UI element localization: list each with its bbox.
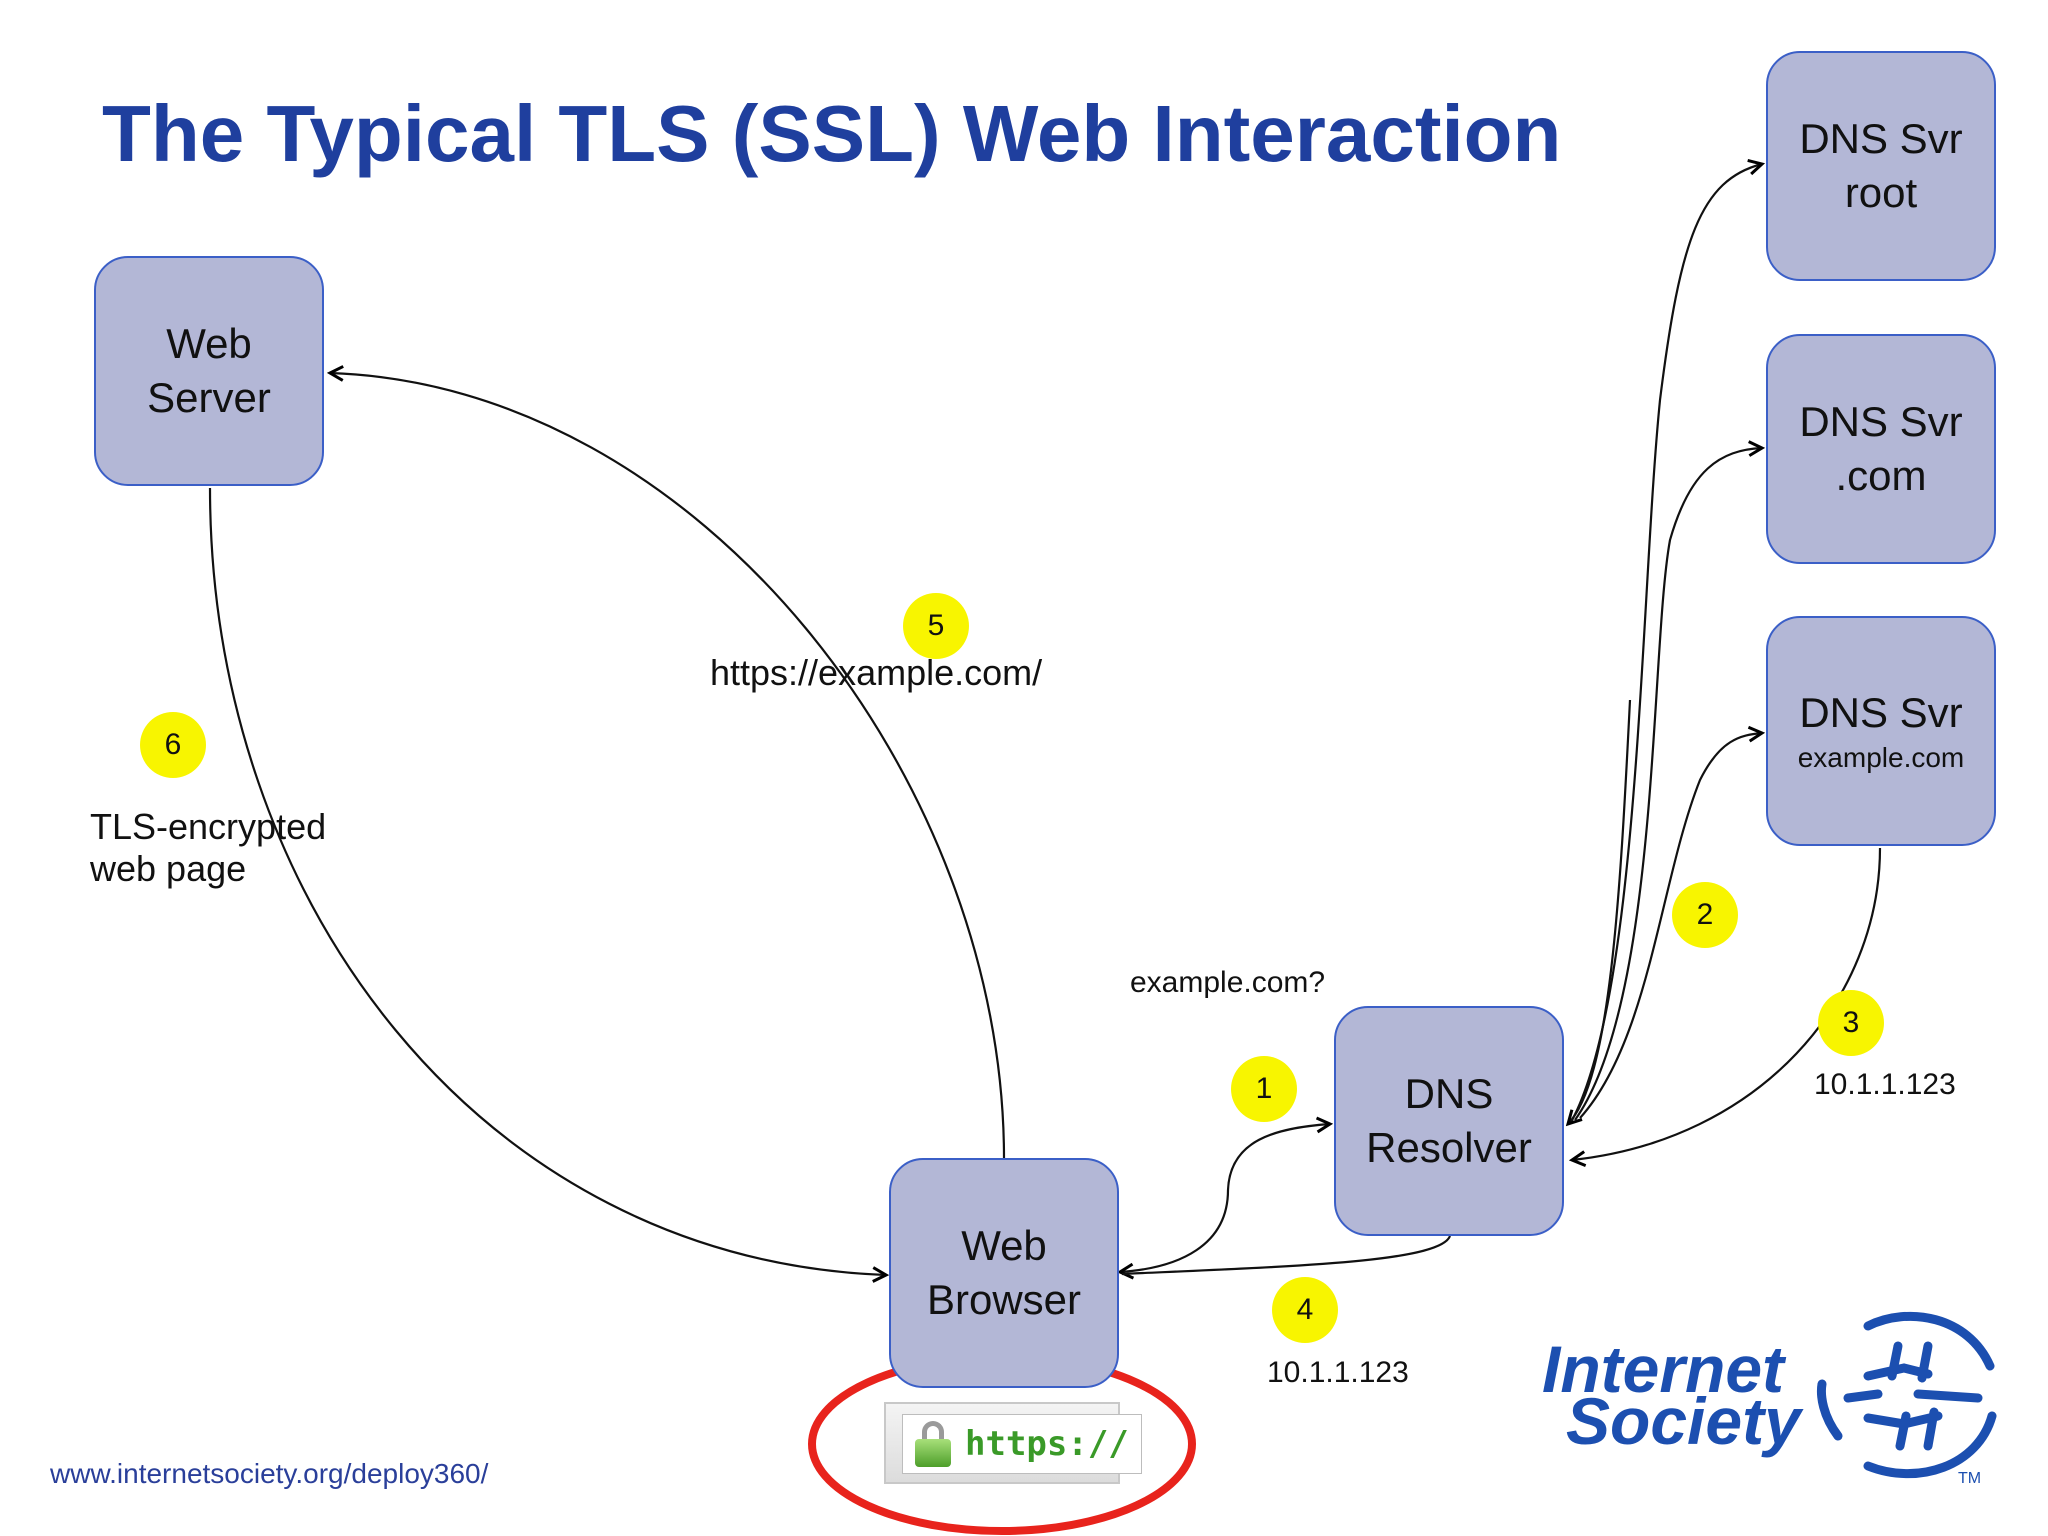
node-label: Web <box>166 320 252 367</box>
encrypted-label-line1: TLS-encrypted <box>90 806 327 847</box>
step-badge-6: 6 <box>140 712 206 778</box>
web-server-node: Web Server <box>94 256 324 486</box>
arrow-query-back <box>1120 1189 1230 1272</box>
arrow-example <box>1579 733 1762 1119</box>
node-label: Browser <box>926 1276 1082 1323</box>
logo-word-society: Society <box>1566 1384 1801 1458</box>
step-badge-4: 4 <box>1272 1277 1338 1343</box>
dns-resolver-node: DNS Resolver <box>1334 1006 1564 1236</box>
node-label: .com <box>1835 452 1927 499</box>
arrow-response <box>208 487 886 1275</box>
arrow-answer <box>1121 1235 1452 1276</box>
step-badge-5: 5 <box>903 593 969 659</box>
slide-title: The Typical TLS (SSL) Web Interaction <box>102 89 1562 178</box>
request-url-label: https://example.com/ <box>710 652 1043 693</box>
arrow-root <box>1569 164 1762 1125</box>
web-browser-node: Web Browser <box>889 1158 1119 1388</box>
node-label: root <box>1844 169 1918 216</box>
logo-trademark: TM <box>1958 1470 1982 1487</box>
node-label: DNS Svr <box>1799 398 1963 445</box>
encrypted-label-line2: web page <box>90 848 247 889</box>
dns-com-node: DNS Svr .com <box>1766 334 1996 564</box>
node-label: Web <box>961 1222 1047 1269</box>
node-label: example.com <box>1797 742 1965 773</box>
lock-icon <box>915 1421 951 1467</box>
arrow-root-back <box>1568 699 1632 1124</box>
footer-url: www.internetsociety.org/deploy360/ <box>50 1458 489 1489</box>
node-label: DNS <box>1404 1070 1494 1117</box>
node-label: Server <box>147 374 271 421</box>
dns-example-node: DNS Svr example.com <box>1766 616 1996 846</box>
step-badge-3: 3 <box>1818 990 1884 1056</box>
arrow-request <box>330 373 1006 1159</box>
arrow-auth-answer <box>1572 847 1882 1160</box>
logo-word-internet: Internet <box>1542 1332 1785 1406</box>
step-badge-1: 1 <box>1231 1056 1297 1122</box>
address-field: https:// <box>902 1414 1142 1474</box>
ip-label-auth: 10.1.1.123 <box>1814 1068 1956 1101</box>
address-bar: https:// <box>884 1402 1142 1484</box>
node-label: DNS Svr <box>1799 115 1963 162</box>
query-label: example.com? <box>1130 966 1326 999</box>
step-badge-2: 2 <box>1672 882 1738 948</box>
arrow-com <box>1574 448 1762 1121</box>
dns-root-node: DNS Svr root <box>1766 51 1996 281</box>
https-text: https:// <box>965 1424 1129 1464</box>
ip-label-browser: 10.1.1.123 <box>1267 1356 1409 1389</box>
isoc-globe-icon <box>1816 1311 1997 1479</box>
arrow-query <box>1226 1124 1330 1191</box>
node-label: Resolver <box>1366 1124 1532 1171</box>
node-label: DNS Svr <box>1799 689 1963 736</box>
